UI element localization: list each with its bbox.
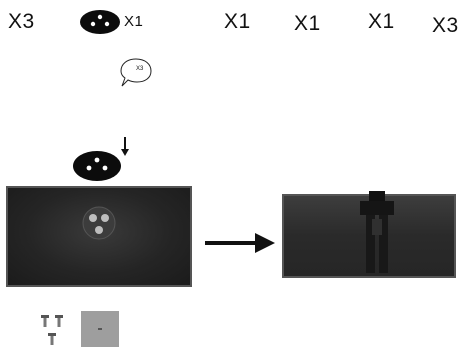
- base-plate-icon-large: [73, 151, 121, 181]
- arrow-right-icon: [205, 233, 275, 253]
- monitor-back-icon: [282, 191, 456, 278]
- part5-quantity: X1: [368, 10, 395, 33]
- screws-icon: [41, 315, 63, 345]
- callout-bubble-icon: [120, 58, 152, 87]
- callout-screw-count: X3: [136, 66, 144, 72]
- mount-circle-icon: [82, 206, 116, 240]
- stand-icon: [360, 191, 394, 273]
- screw-quantity: X3: [8, 10, 35, 33]
- base-plate-icon: [80, 10, 120, 34]
- part3-quantity: X1: [224, 10, 251, 33]
- part6-quantity: X3: [432, 14, 459, 37]
- monitor-front-icon: [6, 186, 192, 287]
- base-plate-quantity: X1: [124, 13, 144, 30]
- part4-quantity: X1: [294, 12, 321, 35]
- plate-thumbnail-hole: [98, 328, 102, 330]
- arrow-down-icon: [121, 137, 129, 156]
- plate-thumbnail-icon: [81, 311, 119, 347]
